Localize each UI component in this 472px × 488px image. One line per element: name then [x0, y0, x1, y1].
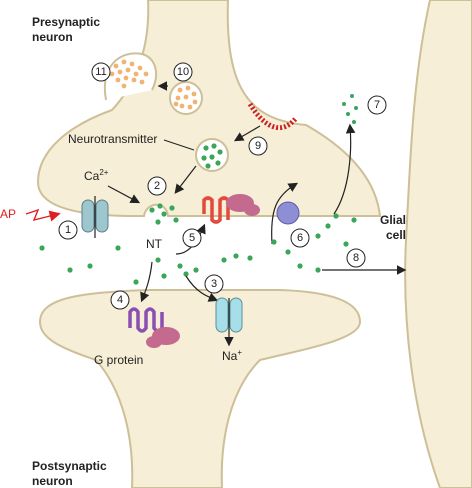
step-3: 3 — [204, 274, 224, 294]
postsynaptic-label-line2: neuron — [32, 474, 73, 488]
arrow-calcium — [107, 185, 141, 204]
svg-text:3: 3 — [211, 278, 217, 290]
reuptake-transporter — [276, 201, 300, 225]
peptide-vesicle-contents — [173, 85, 198, 110]
endocytosis-pit — [247, 102, 298, 131]
presynaptic-receptor — [202, 194, 260, 224]
vesicle-neurotransmitters — [201, 143, 223, 169]
svg-text:4: 4 — [117, 294, 123, 306]
action-potential-label: AP — [0, 207, 16, 221]
step-9: 9 — [248, 136, 268, 156]
action-potential-arrow — [25, 208, 61, 222]
arrow-7 — [333, 123, 356, 215]
arrow-9 — [233, 125, 261, 142]
step-2: 2 — [147, 176, 167, 196]
ligand-gated-ion-channel — [215, 297, 243, 347]
arrow-4 — [140, 261, 153, 303]
step-6: 6 — [290, 228, 310, 248]
glial-cell-membrane — [404, 0, 472, 488]
postsynaptic-label-line1: Postsynaptic — [32, 459, 107, 473]
svg-text:10: 10 — [177, 66, 189, 78]
presynaptic-neuron-membrane — [36, 0, 382, 217]
calcium-label: Ca2+ — [84, 168, 109, 183]
step-1: 1 — [58, 220, 78, 240]
presynaptic-label-line1: Presynaptic — [32, 15, 100, 29]
neurotransmitter-label-leader — [163, 139, 195, 151]
g-protein-coupled-receptor — [128, 307, 180, 348]
step-10: 10 — [173, 62, 193, 82]
step-7: 7 — [367, 95, 387, 115]
arrow-vesicle-to-release — [174, 165, 197, 194]
svg-text:9: 9 — [255, 140, 261, 152]
step-5: 5 — [182, 228, 202, 248]
glial-label-line2: cell — [386, 228, 406, 242]
released-neurotransmitters — [149, 203, 179, 225]
glial-label-line1: Glial — [380, 213, 406, 227]
cleft-neurotransmitters — [39, 213, 357, 285]
svg-text:2: 2 — [154, 180, 160, 192]
svg-text:1: 1 — [65, 224, 71, 236]
step-4: 4 — [110, 290, 130, 310]
neurotransmitter-label: Neurotransmitter — [68, 132, 157, 146]
postsynaptic-neuron-membrane — [38, 289, 362, 488]
step-11: 11 — [91, 62, 111, 82]
g-protein-label: G protein — [94, 353, 143, 367]
svg-text:6: 6 — [297, 232, 303, 244]
arrow-3 — [185, 275, 219, 302]
nt-label: NT — [146, 237, 163, 251]
svg-text:5: 5 — [189, 232, 195, 244]
svg-text:8: 8 — [353, 252, 359, 264]
step-8: 8 — [346, 248, 366, 268]
released-orange-molecules — [109, 59, 149, 89]
presynaptic-label-line2: neuron — [32, 30, 73, 44]
glial-neurotransmitters — [342, 94, 358, 124]
svg-text:7: 7 — [374, 99, 380, 111]
calcium-channel — [81, 196, 109, 238]
arrow-6 — [271, 182, 299, 245]
sodium-label: Na+ — [222, 348, 242, 363]
svg-text:11: 11 — [95, 66, 106, 78]
